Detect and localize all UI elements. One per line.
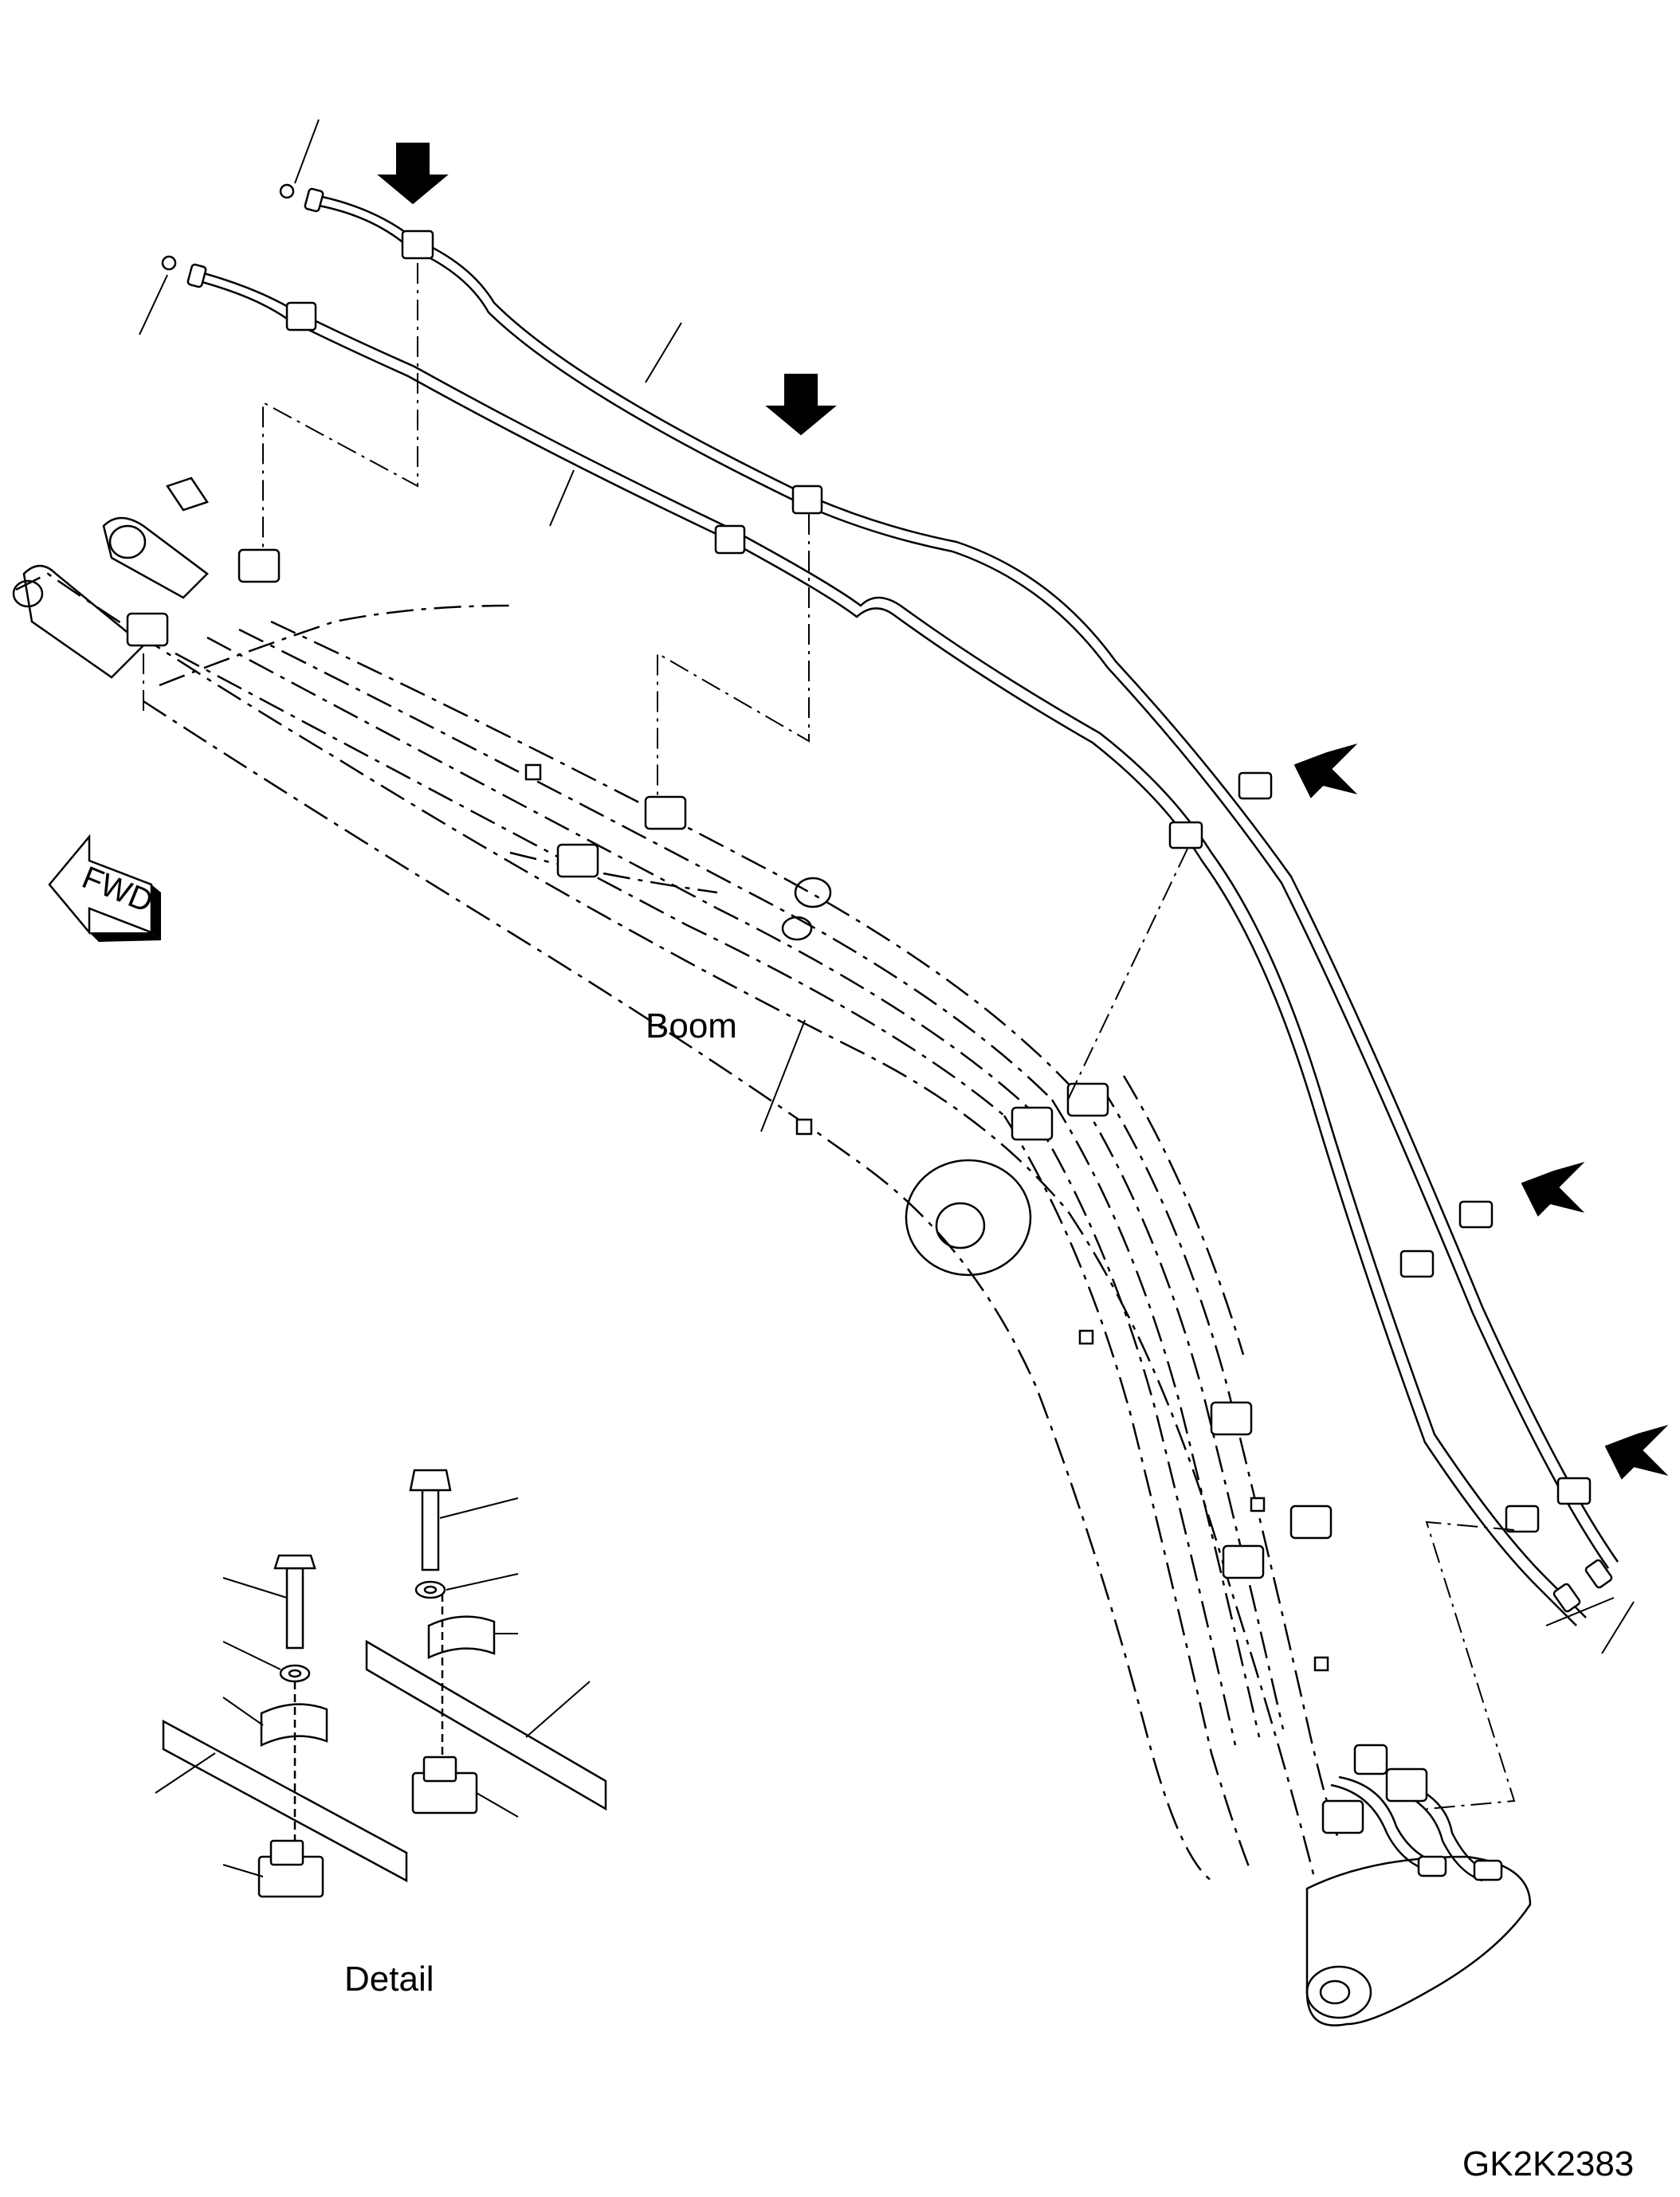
pipe-end-fittings — [161, 183, 1613, 1613]
boom-outline — [15, 572, 1340, 1881]
boom-solid-parts — [12, 477, 1532, 2026]
pipe-upper — [314, 194, 1619, 1569]
boom-base-hoses — [1330, 1775, 1503, 1882]
part-leaders — [139, 119, 1635, 1654]
detail-label: Detail — [344, 1960, 434, 1999]
direction-arrow-icon — [377, 143, 1669, 1480]
drawing-code: GK2K2383 — [1462, 2144, 1634, 2183]
detail-inset — [162, 1469, 607, 1898]
boom-label: Boom — [646, 1006, 737, 1046]
assembly-leaders — [143, 263, 1516, 1810]
pipe-lower — [194, 269, 1587, 1626]
fwd-arrow-icon: FWD — [48, 834, 161, 942]
detail-leaders — [155, 1497, 591, 1877]
boom-clamps — [126, 548, 1428, 1834]
pipe-clamps — [285, 230, 1592, 1533]
